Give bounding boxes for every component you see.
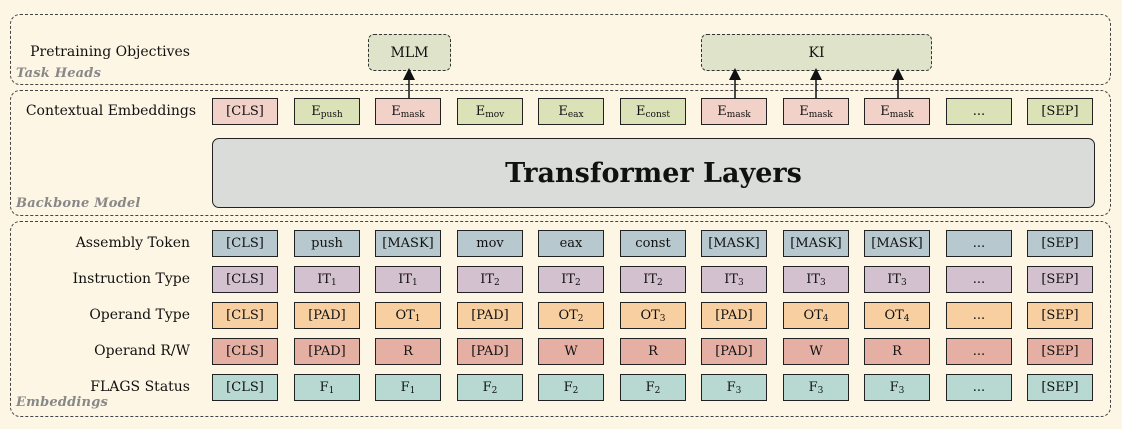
contextual-embedding-cell: [SEP] — [1027, 98, 1093, 125]
embedding-row-label: Instruction Type — [72, 271, 190, 287]
embedding-cell: [CLS] — [212, 338, 278, 365]
embedding-cell: W — [783, 338, 849, 365]
embedding-cell: [CLS] — [212, 302, 278, 329]
embedding-cell: [PAD] — [457, 338, 523, 365]
embedding-cell: [SEP] — [1027, 374, 1093, 401]
embedding-cell: R — [864, 338, 930, 365]
embedding-row-label: Assembly Token — [75, 235, 190, 251]
transformer-layers-block: Transformer Layers — [212, 138, 1095, 208]
embedding-cell: [MASK] — [783, 230, 849, 257]
embedding-cell: R — [375, 338, 441, 365]
embedding-row-label: Operand Type — [89, 307, 190, 323]
embedding-cell: [PAD] — [294, 338, 360, 365]
embedding-cell: [PAD] — [701, 338, 767, 365]
embedding-cell: [MASK] — [701, 230, 767, 257]
embedding-cell: [CLS] — [212, 374, 278, 401]
embedding-cell: [CLS] — [212, 230, 278, 257]
embeddings-section — [10, 221, 1111, 417]
embedding-row-label: FLAGS Status — [90, 379, 190, 395]
task-heads-label: Task Heads — [16, 66, 102, 81]
embedding-cell: ... — [946, 302, 1012, 329]
embedding-cell: W — [538, 338, 604, 365]
embedding-cell: const — [620, 230, 686, 257]
ki-head: KI — [701, 34, 932, 71]
contextual-embedding-cell: [CLS] — [212, 98, 278, 125]
mlm-head: MLM — [368, 34, 451, 71]
task-heads-section — [10, 14, 1111, 85]
embedding-cell: [PAD] — [457, 302, 523, 329]
backbone-label: Backbone Model — [16, 196, 141, 211]
embedding-cell: [SEP] — [1027, 302, 1093, 329]
embedding-cell: mov — [457, 230, 523, 257]
embedding-cell: [SEP] — [1027, 230, 1093, 257]
embedding-cell: [SEP] — [1027, 338, 1093, 365]
embedding-cell: [SEP] — [1027, 266, 1093, 293]
embedding-cell: R — [620, 338, 686, 365]
embedding-cell: push — [294, 230, 360, 257]
embedding-cell: ... — [946, 230, 1012, 257]
embeddings-label: Embeddings — [16, 395, 109, 410]
embedding-cell: eax — [538, 230, 604, 257]
backbone-section — [10, 90, 1111, 216]
embedding-cell: ... — [946, 338, 1012, 365]
pretraining-objectives-label: Pretraining Objectives — [30, 44, 190, 60]
embedding-cell: ... — [946, 374, 1012, 401]
embedding-row-label: Operand R/W — [94, 343, 190, 359]
embedding-cell: ... — [946, 266, 1012, 293]
contextual-embeddings-label: Contextual Embeddings — [25, 103, 196, 119]
contextual-embedding-cell: ... — [946, 98, 1012, 125]
embedding-cell: [PAD] — [701, 302, 767, 329]
embedding-cell: [MASK] — [375, 230, 441, 257]
embedding-cell: [PAD] — [294, 302, 360, 329]
embedding-cell: [MASK] — [864, 230, 930, 257]
embedding-cell: [CLS] — [212, 266, 278, 293]
